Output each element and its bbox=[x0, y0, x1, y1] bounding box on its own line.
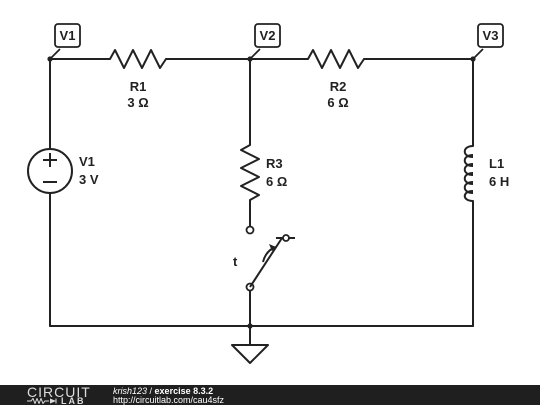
arrow-head-icon bbox=[269, 244, 276, 251]
switch-hinge bbox=[282, 234, 290, 242]
resistor-r3[interactable] bbox=[240, 144, 260, 201]
node-tag-pointer bbox=[49, 48, 61, 60]
footer-credit: krish123 / exercise 8.3.2 bbox=[113, 386, 213, 396]
switch-label: t bbox=[233, 254, 238, 269]
inductor-l1[interactable] bbox=[463, 145, 474, 202]
switch-blade bbox=[249, 237, 283, 288]
node-tag-label: V2 bbox=[260, 28, 276, 43]
r2-value: 6 Ω bbox=[327, 95, 348, 110]
timed-switch[interactable] bbox=[245, 225, 296, 292]
footer-separator: / bbox=[147, 386, 155, 396]
logo-lab-text: LAB bbox=[61, 396, 86, 406]
r3-name: R3 bbox=[266, 156, 283, 171]
l1-name: L1 bbox=[489, 156, 504, 171]
l1-value: 6 H bbox=[489, 174, 509, 189]
footer-url[interactable]: http://circuitlab.com/cau4sfz bbox=[113, 395, 225, 405]
r1-value: 3 Ω bbox=[127, 95, 148, 110]
ground-symbol bbox=[231, 344, 269, 364]
junction-dot-bottom bbox=[247, 323, 253, 329]
logo-resistor-icon bbox=[27, 398, 57, 404]
logo-circuit-text: CIRCUIT bbox=[27, 384, 91, 400]
schematic: V1 V2 V3 R1 3 Ω R2 6 Ω R3 6 Ω L1 6 H V1 … bbox=[27, 23, 509, 364]
r2-name: R2 bbox=[330, 79, 347, 94]
node-tag-box bbox=[54, 23, 81, 48]
voltage-source-v1[interactable] bbox=[27, 148, 73, 194]
footer-title: exercise 8.3.2 bbox=[154, 386, 214, 396]
r1-name: R1 bbox=[130, 79, 147, 94]
node-tag-v3[interactable]: V3 bbox=[472, 23, 504, 60]
resistor-r1[interactable] bbox=[109, 49, 167, 69]
ground-icon bbox=[231, 344, 269, 364]
resistor-r2[interactable] bbox=[307, 49, 365, 69]
node-tag-label: V3 bbox=[483, 28, 499, 43]
v1-source-name: V1 bbox=[79, 154, 95, 169]
node-tag-pointer bbox=[249, 48, 261, 60]
node-tag-label: V1 bbox=[60, 28, 76, 43]
node-tag-v2[interactable]: V2 bbox=[249, 23, 281, 60]
node-tag-box bbox=[477, 23, 504, 48]
node-tag-box bbox=[254, 23, 281, 48]
footer-author[interactable]: krish123 bbox=[113, 386, 148, 396]
node-tag-pointer bbox=[472, 48, 484, 60]
voltage-source-circle bbox=[27, 148, 73, 194]
node-tag-v1[interactable]: V1 bbox=[49, 23, 81, 60]
footer-bar: CIRCUIT LAB krish123 / exercise 8.3.2 ht… bbox=[0, 384, 540, 406]
r3-value: 6 Ω bbox=[266, 174, 287, 189]
plus-sign-icon bbox=[43, 153, 57, 167]
switch-contact-top bbox=[245, 225, 255, 235]
v1-source-value: 3 V bbox=[79, 172, 99, 187]
